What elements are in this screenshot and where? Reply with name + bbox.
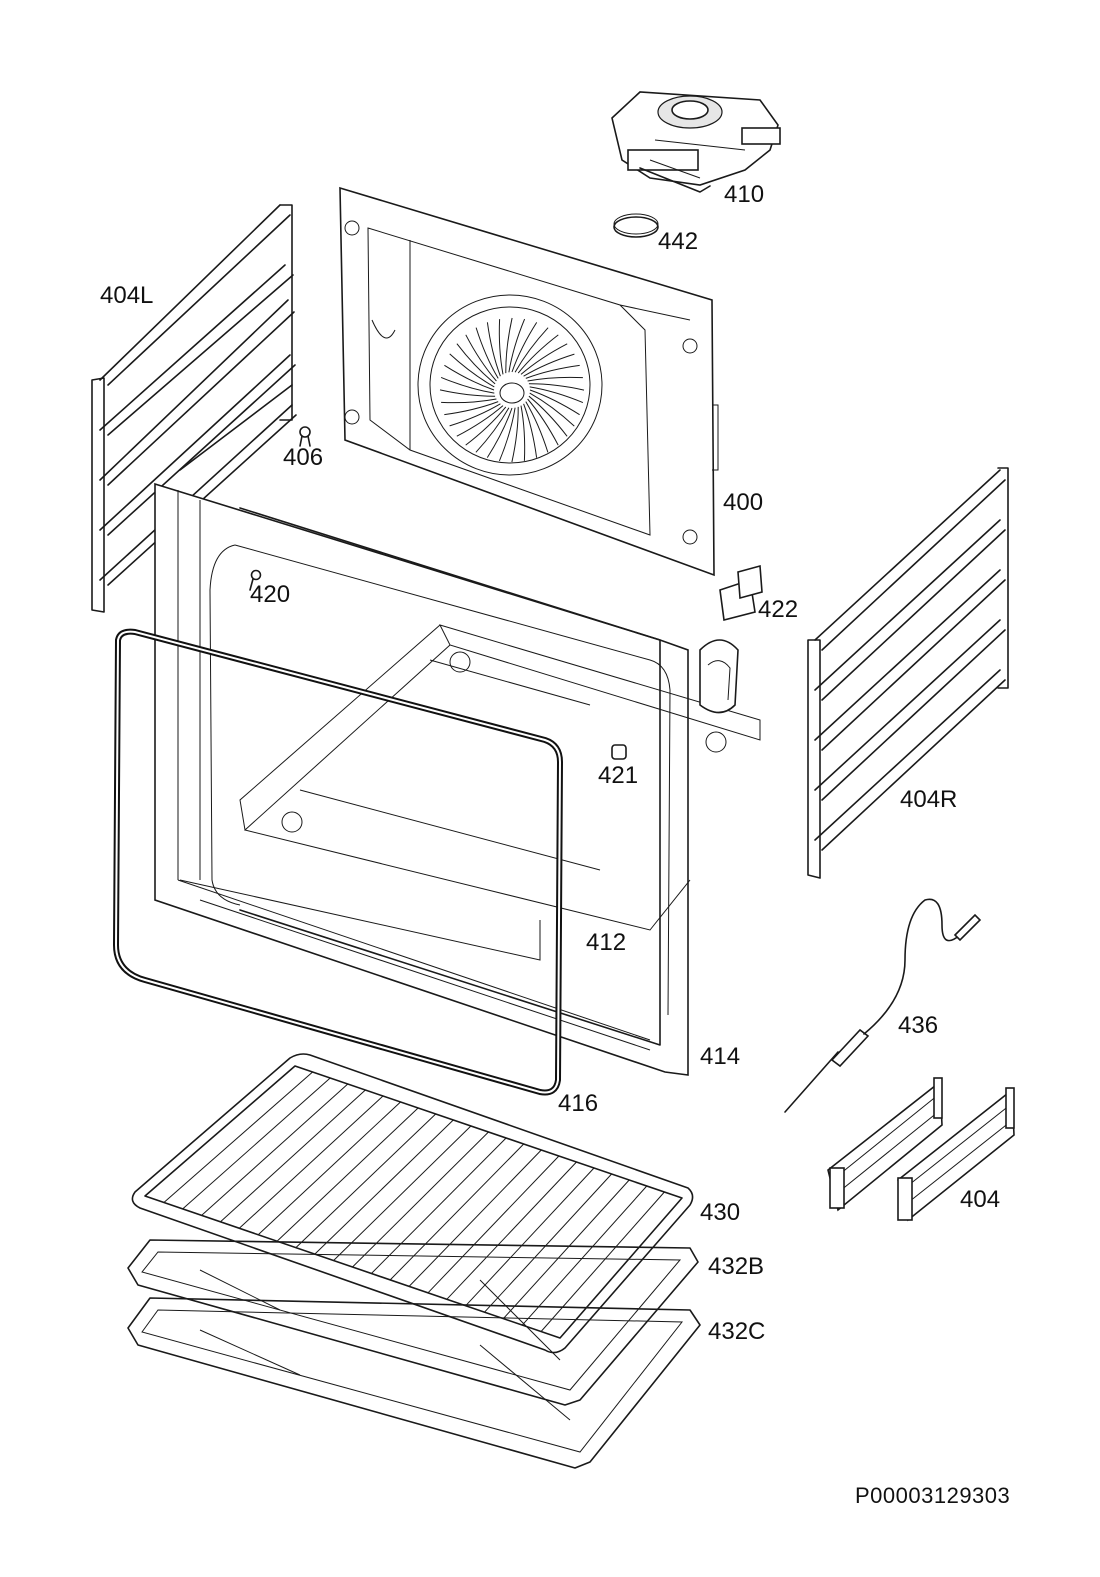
fan-cover-slot [523,353,575,377]
part-label-420: 420 [250,581,291,608]
fan-cover-slot [465,334,497,382]
fan-cover-slot [449,353,495,388]
shelf-wire-bar [503,1179,630,1319]
lamp-holder-part-422 [719,564,763,622]
shelf-wire-bar [389,1143,525,1281]
telescopic-runners-part-404 [827,1077,1015,1222]
shelf-wire-bar [182,1077,331,1210]
shelf-wire-bar [314,1119,454,1255]
part-label-404L: 404L [100,282,154,309]
part-label-400: 400 [723,489,764,516]
fan-cover-slot [486,322,501,377]
fan-cover-slot [517,334,559,374]
fan-cover-slot [444,401,499,416]
shelf-wire-bar [201,1083,349,1216]
wire-shelf-part-430 [131,1053,694,1354]
screw-part-420 [249,569,262,591]
baking-tray-part-432B [127,1239,699,1406]
fan-cover-slot [498,407,516,462]
screw-part-406 [299,426,311,447]
shelf-wire-bar [521,1185,648,1326]
knob-part-421 [611,744,627,760]
fan-cover-slot [525,401,549,453]
fan-motor-part-410 [611,91,781,193]
shelf-wire-bar [371,1137,507,1274]
fan-cover-slot [523,403,538,458]
fan-cover-slot [527,376,583,382]
fan-cover-slot [529,392,575,427]
shelf-wire-bar [408,1149,542,1287]
shelf-wire-bar [446,1161,577,1300]
shelf-wire-bar [484,1173,612,1313]
part-label-422: 422 [758,596,799,623]
part-label-414: 414 [700,1043,741,1070]
inner-cavity-part-412 [179,624,761,961]
door-gasket-part-416 [113,628,563,1096]
shelf-wire-bar [333,1125,472,1261]
fan-cover-slot [475,327,499,379]
fan-cover-slot [514,327,549,373]
fan-cover-slot [486,407,513,458]
part-label-404: 404 [960,1186,1001,1213]
part-label-406: 406 [283,444,324,471]
fan-cover-slot [444,364,495,391]
fan-cover-slot [511,406,519,463]
fan-cover-slot [525,364,580,379]
part-label-412: 412 [586,929,627,956]
fan-cover-slot [456,343,496,385]
drawing-reference-number: P00003129303 [855,1483,1011,1508]
shelf-wire-bar [352,1131,489,1268]
fan-cover-slot [475,407,510,453]
part-label-410: 410 [724,181,765,208]
washer-part-442 [613,213,659,238]
part-label-430: 430 [700,1199,741,1226]
part-label-432B: 432B [708,1253,765,1280]
fan-cover-slot [520,405,526,461]
fan-cover-slot [440,376,495,394]
part-label-416: 416 [558,1090,599,1117]
shelf-wire-bar [295,1113,437,1248]
part-label-436: 436 [898,1012,939,1039]
fan-cover-slot [439,389,496,397]
fan-cover-slot [449,403,501,427]
fan-cover-slot [508,318,526,373]
left-side-rack-part-404L [91,204,297,613]
fan-cover-slot [511,322,538,373]
deep-tray-part-432C [127,1297,701,1469]
lamp-clip [699,639,739,714]
fan-cover-slot [498,319,504,375]
cavity-frame-part-414 [154,482,689,1076]
shelf-wire-bar [465,1167,595,1307]
fan-cover-slot [456,405,504,437]
fan-cover-slot [528,395,568,437]
meat-probe-part-436 [784,898,982,1113]
fan-cover-slot [520,343,568,375]
shelf-wire-bar [427,1155,560,1294]
fan-cover-slot [529,386,584,404]
fan-cover-slot [529,389,580,416]
fan-cover-slot [465,406,507,446]
shelf-wire-bar [238,1095,384,1229]
fan-cover-slot [505,317,513,374]
part-label-404R: 404R [900,786,958,813]
part-label-421: 421 [598,762,639,789]
back-panel-part-400 [339,186,719,577]
fan-cover-slot [527,398,559,446]
fan-cover-slot [528,383,585,391]
shelf-wire-bar [163,1071,313,1203]
shelf-wire-bar [220,1089,366,1223]
part-label-442: 442 [658,228,699,255]
shelf-wire-bar [540,1191,665,1332]
shelf-wire-bar [276,1107,419,1242]
part-label-432C: 432C [708,1318,766,1345]
right-side-rack-part-404R [807,467,1009,879]
fan-cover-slot [441,398,497,404]
shelf-wire-bar [257,1101,401,1236]
